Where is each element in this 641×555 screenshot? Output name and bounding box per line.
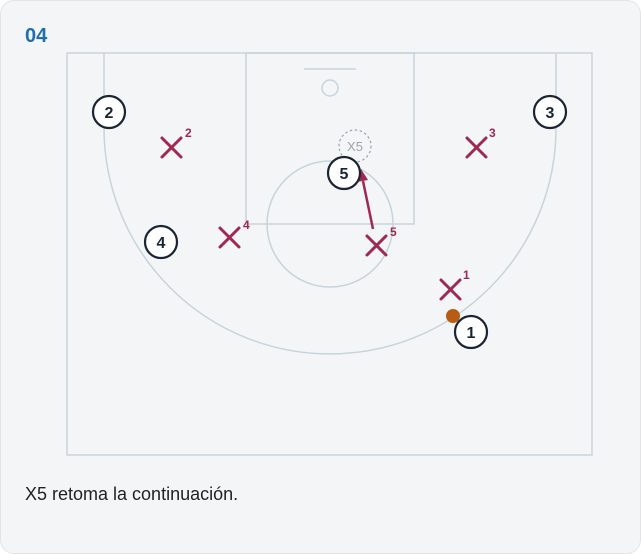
court-lines	[66, 52, 593, 456]
ghost-defender-x5: X5	[338, 129, 372, 163]
defender-x3: 3	[465, 126, 496, 159]
offense-player-5: 5	[326, 155, 362, 191]
offense-player-2: 2	[91, 94, 127, 130]
free-throw-circle	[266, 160, 394, 288]
defender-number: 5	[390, 225, 397, 239]
ghost-circle	[338, 129, 372, 163]
play-caption: X5 retoma la continuación.	[25, 484, 239, 504]
defender-x5: 5	[365, 225, 397, 257]
defender-x2: 2	[160, 126, 192, 159]
offense-players: 1 2 3 4 5	[91, 94, 568, 350]
player-number: 5	[340, 166, 349, 183]
defenders: 1 2 3 4 5	[160, 126, 496, 301]
court-boundary	[66, 52, 593, 456]
basketball-icon	[446, 309, 460, 323]
player-number: 2	[105, 105, 114, 122]
defender-number: 1	[463, 268, 470, 282]
player-number: 3	[546, 105, 555, 122]
ghost-label: X5	[347, 139, 363, 154]
movement-line	[361, 180, 375, 230]
defender-number: 4	[243, 218, 250, 232]
offense-player-4: 4	[143, 224, 179, 260]
rim	[321, 79, 339, 97]
defender-number: 3	[489, 126, 496, 140]
defender-x4: 4	[218, 218, 250, 249]
player-number: 4	[157, 235, 166, 252]
offense-player-3: 3	[532, 94, 568, 130]
step-number: 04	[25, 25, 48, 47]
player-number: 1	[467, 325, 476, 342]
paint-lane	[245, 52, 415, 225]
defender-x1: 1	[439, 268, 470, 301]
three-point-arc	[103, 127, 557, 355]
offense-player-1: 1	[453, 314, 489, 350]
defender-number: 2	[185, 126, 192, 140]
